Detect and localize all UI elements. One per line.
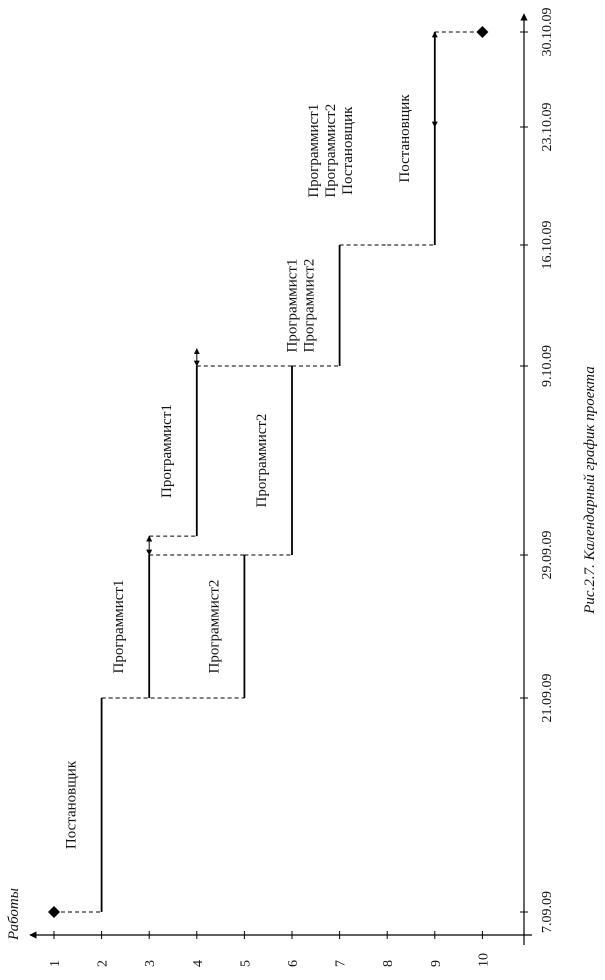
event-tick-label: 1: [48, 960, 63, 967]
milestone-diamond: [476, 26, 489, 38]
task-label: Программист1: [159, 404, 175, 498]
event-tick-label: 7: [334, 960, 349, 967]
task-label: Постановщик: [64, 760, 80, 849]
float-arrows: [146, 31, 438, 556]
milestone-diamond: [48, 906, 60, 918]
event-tick-label: 5: [238, 960, 253, 967]
event-tick-label: 3: [143, 960, 158, 967]
floating-label: Постановщик: [340, 106, 356, 195]
date-tick-label: 23.10.09: [540, 103, 555, 152]
date-tick-label: 9.10.09: [540, 345, 555, 387]
task-label: Программист2: [302, 259, 318, 353]
floating-label: Программист1: [306, 104, 322, 198]
event-tick-label: 9: [429, 960, 444, 967]
task-label: Программист1: [285, 259, 301, 353]
task-label: Программист2: [254, 414, 270, 508]
date-tick-label: 7.09.09: [540, 891, 555, 933]
event-tick-label: 8: [381, 960, 396, 967]
event-tick-label: 10: [476, 953, 491, 967]
task-bars: [54, 32, 436, 913]
y-axis-label: Работы: [6, 888, 22, 941]
milestones: [48, 26, 489, 918]
date-tick-label: 30.10.09: [540, 8, 555, 57]
date-tick-label: 21.09.09: [540, 674, 555, 723]
axes: 1 2 3 4 5 6 7 8 9 10 7.09.09 21.09.09 29.09.09 9.10.0…: [29, 8, 555, 967]
task-label: Программист1: [111, 580, 127, 674]
date-tick-label: 29.09.09: [540, 531, 555, 580]
figure-caption: Рис.2.7. Календарный график проекта: [582, 366, 598, 615]
event-tick-label: 6: [286, 960, 301, 967]
floating-label: Программист2: [323, 104, 339, 198]
event-tick-label: 2: [96, 960, 111, 967]
task-label: Постановщик: [397, 94, 413, 183]
event-tick-label: 4: [191, 960, 206, 967]
date-tick-label: 16.10.09: [540, 221, 555, 270]
task-label: Программист2: [206, 580, 222, 674]
